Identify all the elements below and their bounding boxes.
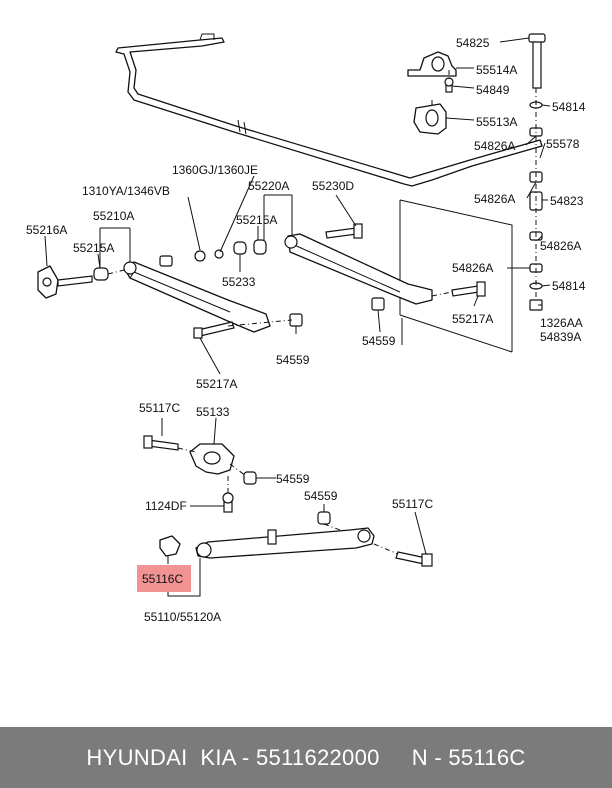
label-55117c-left: 55117C [139, 401, 180, 415]
label-54814-bot: 54814 [552, 279, 586, 293]
label-55514a: 55514A [476, 63, 517, 77]
label-55117c-right: 55117C [392, 497, 433, 511]
label-1360gj: 1360GJ/1360JE [172, 163, 258, 177]
label-55217a-left: 55217A [196, 377, 237, 391]
label-55233: 55233 [222, 275, 256, 289]
label-54826a-3: 54826A [540, 239, 581, 253]
label-55133: 55133 [196, 405, 230, 419]
label-55215a-left: 55215A [73, 241, 114, 255]
label-54559-d: 54559 [304, 489, 338, 503]
label-55230d: 55230D [312, 179, 354, 193]
label-55513a: 55513A [476, 115, 517, 129]
upper-arm-left [37, 239, 303, 339]
footer-text: HYUNDAI KIA - 5511622000 N - 55116C [86, 744, 526, 770]
label-55110: 55110/55120A [144, 610, 221, 624]
label-54823: 54823 [550, 194, 584, 208]
label-54826a-2: 54826A [474, 192, 515, 206]
label-54814-top: 54814 [552, 100, 586, 114]
stabilizer-bar [115, 33, 543, 187]
label-55217a-right: 55217A [452, 312, 493, 326]
lower-bracket-assembly [143, 435, 257, 513]
leader-lines [44, 37, 551, 597]
label-55216a: 55216A [26, 223, 67, 237]
label-54825: 54825 [456, 36, 490, 50]
label-1310ya: 1310YA/1346VB [82, 184, 170, 198]
part-labels: 54825 55514A 54849 54814 55513A 54826A 5… [26, 36, 586, 624]
footer-bar: HYUNDAI KIA - 5511622000 N - 55116C [0, 727, 612, 788]
label-1124df: 1124DF [145, 499, 187, 513]
label-1326aa: 1326AA [540, 316, 583, 330]
label-54826a-4: 54826A [452, 261, 493, 275]
highlight-box [137, 565, 191, 592]
label-54826a-1: 54826A [474, 139, 515, 153]
lateral-rod [159, 511, 433, 567]
body-outline [399, 199, 513, 353]
label-54849: 54849 [476, 83, 510, 97]
label-55116c: 55116C [142, 572, 183, 586]
label-54559-a: 54559 [362, 334, 396, 348]
label-55578: 55578 [546, 137, 580, 151]
label-54839a: 54839A [540, 330, 581, 344]
label-55220a: 55220A [248, 179, 289, 193]
label-54559-c: 54559 [276, 472, 310, 486]
upper-arm-right [284, 223, 486, 311]
stabilizer-link-assembly [407, 33, 546, 311]
label-54559-b: 54559 [276, 353, 310, 367]
parts-diagram: 54825 55514A 54849 54814 55513A 54826A 5… [26, 33, 586, 624]
label-55210a: 55210A [93, 209, 134, 223]
label-55215a-right: 55215A [236, 213, 277, 227]
